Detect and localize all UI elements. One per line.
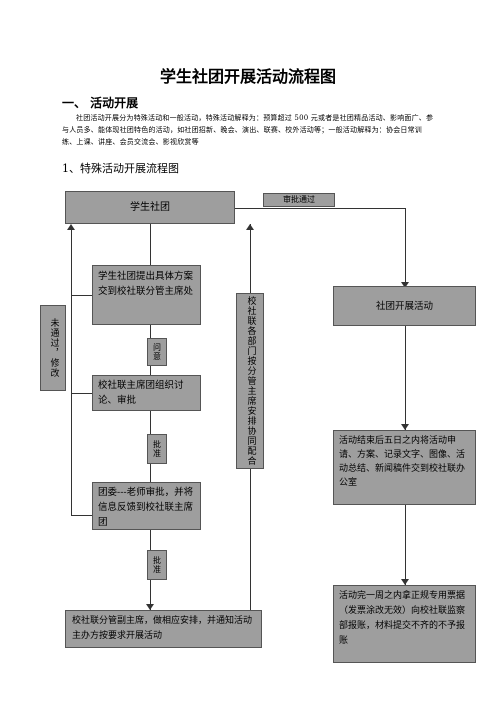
flowchart-subtitle: 1、特殊活动开展流程图 bbox=[62, 162, 179, 175]
connector-consult-to-discuss bbox=[150, 366, 151, 375]
connector-top-horizontal bbox=[235, 208, 405, 209]
box-approve-2: 批准 bbox=[147, 550, 167, 580]
box-approve-2-label: 批准 bbox=[152, 556, 162, 574]
arrow-to-notify bbox=[146, 604, 154, 610]
connector-left-to-submit bbox=[71, 295, 92, 296]
box-discuss-label: 校社联主席团组织讨论、审批 bbox=[98, 380, 184, 406]
arrow-down-right bbox=[401, 282, 409, 288]
box-within-5-days: 活动结束后五日之内将活动申请、方案、记录文字、图像、活动总结、新闻稿件交到校社联… bbox=[333, 430, 476, 505]
box-within-5-days-label: 活动结束后五日之内将活动申请、方案、记录文字、图像、活动总结、新闻稿件交到校社联… bbox=[339, 436, 466, 488]
connector-coordinate-to-top bbox=[250, 224, 251, 293]
connector-within5-to-within7 bbox=[405, 505, 406, 585]
box-consult-label: 问意 bbox=[152, 343, 162, 361]
box-student-club: 学生社团 bbox=[65, 191, 235, 224]
box-within-7-days-label: 活动完一周之内拿正规专用票据（发票涂改无效）向校社联监察部报账，材料提交不齐的不… bbox=[339, 591, 466, 646]
box-approve-1-label: 批准 bbox=[152, 440, 162, 458]
connector-club-to-submit bbox=[150, 224, 151, 265]
box-coordinate-label: 校社联各部门按分管主席安排协同配合 bbox=[245, 296, 256, 466]
box-within-7-days: 活动完一周之内拿正规专用票据（发票涂改无效）向校社联监察部报账，材料提交不齐的不… bbox=[333, 585, 476, 663]
connector-left-to-discuss bbox=[71, 393, 92, 394]
connector-discuss-to-approve1 bbox=[150, 411, 151, 434]
box-approved-label: 审批通过 bbox=[263, 193, 335, 207]
approved-label-text: 审批通过 bbox=[283, 195, 315, 204]
box-consult: 问意 bbox=[147, 338, 167, 366]
box-rejected-label: 未通过，修改 bbox=[48, 318, 59, 378]
arrow-up-left bbox=[67, 224, 75, 230]
box-rejected: 未通过，修改 bbox=[40, 305, 66, 391]
box-approve-1: 批准 bbox=[147, 434, 167, 464]
box-committee-label: 团委---老师审批，并将信息反馈到校社联主席团 bbox=[98, 487, 194, 528]
box-start-activity-label: 社团开展活动 bbox=[375, 300, 433, 312]
arrow-to-within7 bbox=[401, 579, 409, 585]
intro-paragraph: 社团活动开展分为特殊活动和一般活动，特殊活动解释为：预算超过 500 元或者是社… bbox=[62, 114, 434, 146]
connector-start-to-within5 bbox=[405, 326, 406, 430]
box-discuss: 校社联主席团组织讨论、审批 bbox=[92, 375, 201, 411]
box-student-club-label: 学生社团 bbox=[130, 202, 170, 213]
page-title: 学生社团开展活动流程图 bbox=[159, 67, 336, 86]
box-notify-label: 校社联分管副主席，做相应安排，并通知活动主办方按要求开展活动 bbox=[72, 616, 253, 641]
box-start-activity: 社团开展活动 bbox=[333, 286, 476, 326]
box-committee: 团委---老师审批，并将信息反馈到校社联主席团 bbox=[92, 482, 201, 530]
connector-approve2-to-notify bbox=[150, 580, 151, 610]
connector-notify-to-coordinate bbox=[250, 469, 251, 610]
box-coordinate: 校社联各部门按分管主席安排协同配合 bbox=[236, 293, 264, 469]
box-notify: 校社联分管副主席，做相应安排，并通知活动主办方按要求开展活动 bbox=[65, 610, 262, 648]
arrow-up-middle bbox=[246, 224, 254, 230]
connector-approve1-to-committee bbox=[150, 464, 151, 482]
connector-right-vertical bbox=[405, 208, 406, 286]
connector-submit-to-consult bbox=[150, 325, 151, 338]
connector-left-to-committee bbox=[71, 515, 92, 516]
arrow-to-within5 bbox=[401, 424, 409, 430]
box-submit-plan-label: 学生社团提出具体方案交到校社联分管主席处 bbox=[98, 271, 194, 297]
box-submit-plan: 学生社团提出具体方案交到校社联分管主席处 bbox=[92, 265, 201, 325]
connector-committee-to-approve2 bbox=[150, 530, 151, 550]
connector-left-vertical bbox=[71, 226, 72, 516]
section-title: 一、 活动开展 bbox=[62, 96, 139, 110]
